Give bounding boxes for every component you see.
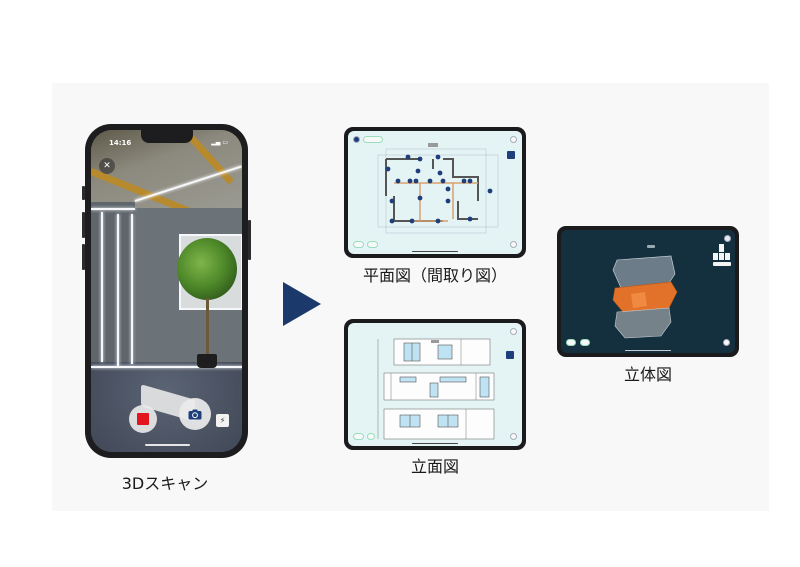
battery-icon: ▂▄ ▭: [211, 139, 228, 146]
scan-edge: [91, 208, 135, 210]
scan-edge: [131, 214, 133, 364]
caption-3d-scan: 3Dスキャン: [121, 474, 209, 493]
tablet-floor-plan: [344, 127, 526, 258]
home-indicator: [625, 349, 671, 351]
phone-volume-down: [82, 244, 85, 270]
stop-scan-button[interactable]: [129, 405, 157, 433]
elevation-screen: [348, 323, 522, 446]
flash-off-icon: ⚡: [219, 416, 226, 425]
view-mode-toggle[interactable]: [713, 262, 731, 266]
model-3d-screen: [561, 230, 735, 353]
plant-pot: [197, 354, 217, 368]
phone-power-button: [248, 220, 251, 260]
status-time: 14:16: [109, 139, 132, 147]
home-indicator: [412, 250, 458, 252]
scan-edge: [91, 366, 242, 368]
model-action-button[interactable]: [566, 339, 576, 346]
stop-icon: [137, 413, 149, 425]
floor-plan-action-button[interactable]: [367, 241, 378, 248]
view-direction-control[interactable]: [506, 351, 514, 359]
tablet-3d-model: [557, 226, 739, 357]
floor-plan-drawing: [377, 143, 499, 234]
close-button[interactable]: ✕: [99, 158, 115, 174]
caption-elevation: 立面図: [410, 457, 459, 476]
share-button[interactable]: [724, 235, 731, 242]
floor-plan-screen: [348, 131, 522, 254]
floor-plan-action-button[interactable]: [353, 241, 364, 248]
share-button[interactable]: [510, 328, 517, 335]
caption-3d-model: 立体図: [623, 365, 672, 384]
close-icon: ✕: [103, 161, 111, 171]
elevation-drawing: [377, 338, 495, 440]
view-direction-control[interactable]: [507, 151, 515, 159]
phone-side-button: [82, 186, 85, 200]
phone-notch: [141, 130, 193, 143]
tablet-elevation: [344, 319, 526, 450]
phone-volume-up: [82, 212, 85, 238]
plant-trunk: [206, 298, 209, 360]
room-wall-left: [91, 202, 135, 372]
phone-3d-scan: 14:16 ▂▄ ▭ ✕ ⚡: [82, 124, 251, 458]
home-indicator: [145, 444, 190, 446]
model-action-button[interactable]: [580, 339, 590, 346]
flash-toggle-button[interactable]: ⚡: [216, 414, 229, 427]
caption-floor-plan: 平面図（間取り図）: [362, 266, 507, 285]
scan-edge: [101, 212, 103, 362]
app-menu-button[interactable]: [353, 136, 360, 143]
floor-select-button[interactable]: [363, 136, 383, 143]
elevation-settings-button[interactable]: [510, 433, 517, 440]
elevation-action-button[interactable]: [367, 433, 375, 440]
3d-model-view: [612, 255, 678, 339]
view-direction-control[interactable]: [713, 244, 731, 260]
elevation-action-button[interactable]: [353, 433, 364, 440]
model-settings-button[interactable]: [723, 339, 730, 346]
plant: [177, 238, 237, 300]
home-indicator: [412, 442, 458, 444]
capture-button[interactable]: [179, 398, 211, 430]
model-label: [647, 245, 655, 248]
phone-camera-view: 14:16 ▂▄ ▭ ✕ ⚡: [91, 130, 242, 452]
arrow-right-icon: [283, 282, 321, 326]
camera-icon: [188, 409, 202, 419]
share-button[interactable]: [510, 136, 517, 143]
scan-edge: [117, 214, 119, 366]
floor-plan-settings-button[interactable]: [510, 241, 517, 248]
